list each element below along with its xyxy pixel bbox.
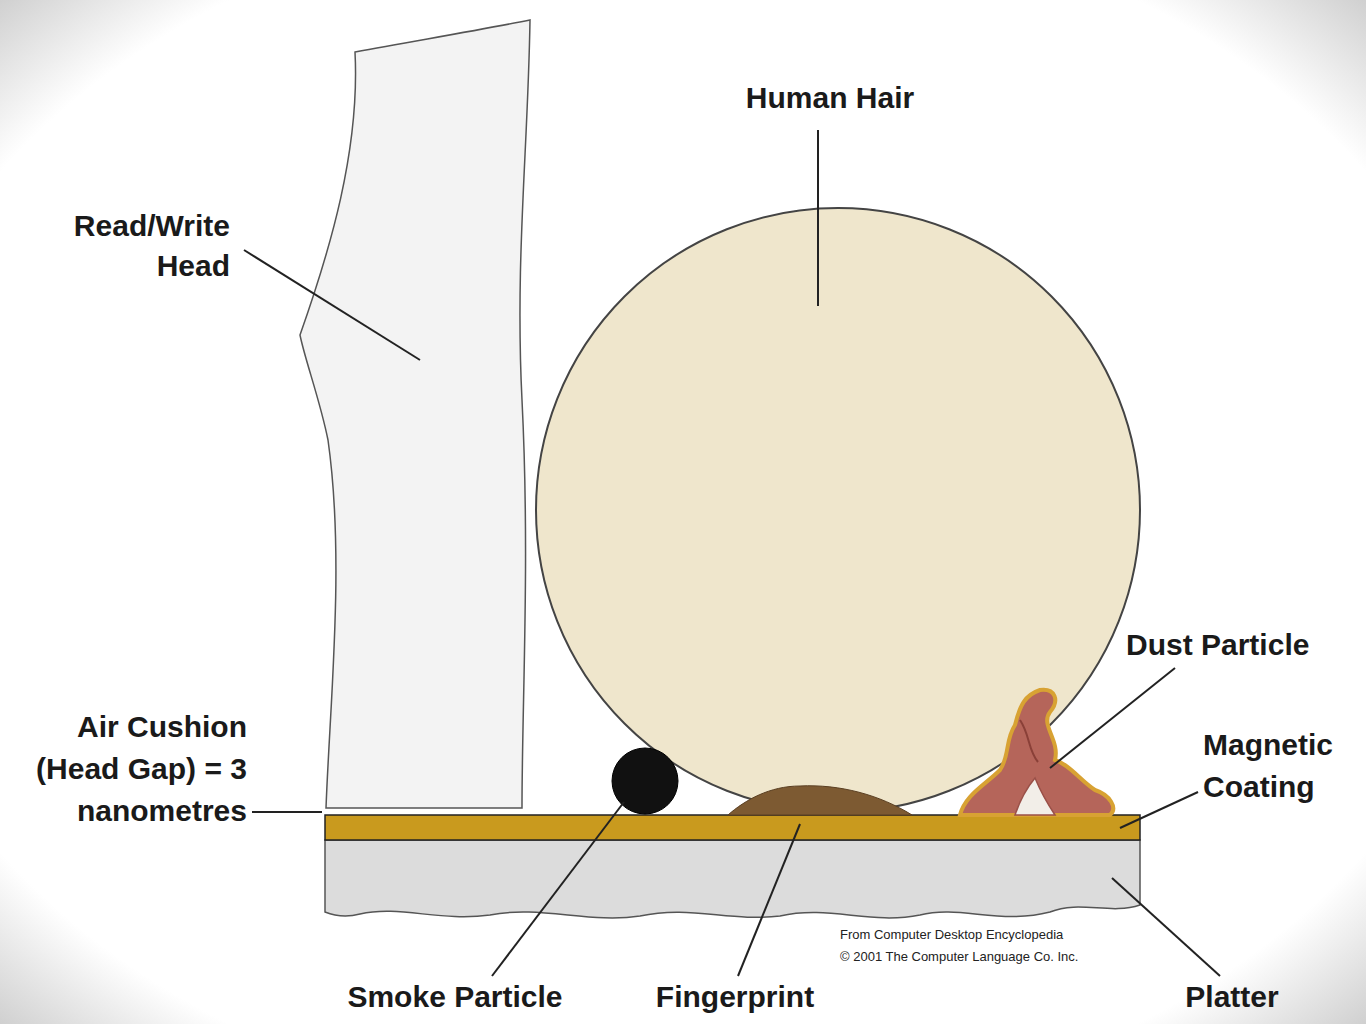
part-label: Platter xyxy=(1132,977,1332,1017)
source-note: From Computer Desktop Encyclopedia xyxy=(840,925,1140,945)
part-label: Smoke Particle xyxy=(305,977,605,1017)
read-write-head xyxy=(300,20,530,808)
dimension-label: Air Cushion (Head Gap) = 3 nanometres xyxy=(11,706,247,832)
part-label: Fingerprint xyxy=(615,977,855,1017)
part-label: Magnetic Coating xyxy=(1203,724,1361,808)
copyright-note: © 2001 The Computer Language Co. Inc. xyxy=(840,947,1140,967)
part-label: Dust Particle xyxy=(1126,625,1362,665)
part-label: Read/Write Head xyxy=(40,206,230,286)
fingerprint xyxy=(728,786,912,815)
magnetic-coating xyxy=(325,815,1140,840)
platter xyxy=(325,840,1140,918)
part-label: Human Hair xyxy=(700,78,960,118)
leader-lines xyxy=(244,130,1220,976)
dust-particle xyxy=(960,690,1113,815)
human-hair xyxy=(536,208,1140,812)
